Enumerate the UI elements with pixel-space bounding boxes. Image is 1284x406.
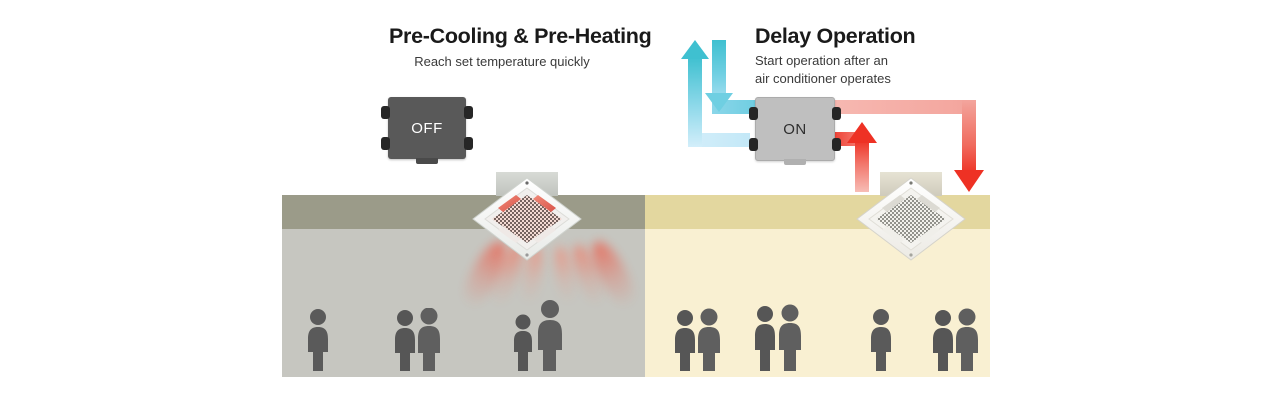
unit-foot [784,159,806,165]
ceiling-cassette-icon[interactable] [468,172,586,267]
wall-background-left [282,229,645,377]
panel-subtitle-left: Reach set temperature quickly [414,54,590,69]
exhaust-air-pipe-top [827,100,969,114]
unit-state-label: ON [783,120,807,138]
duct-port-icon [381,137,390,150]
person-icon [514,300,562,371]
ventilator-unit-off[interactable]: OFF [381,97,473,164]
unit-state-label: OFF [411,119,443,137]
arrow-up-icon [847,122,877,143]
ceiling-cassette-icon[interactable] [852,172,970,267]
person-icon [755,304,801,371]
intake-air-pipe-vertical [855,140,869,192]
unit-foot [416,158,438,164]
duct-port-icon [832,107,841,120]
panel-subtitle-right-line2: air conditioner operates [755,70,891,86]
duct-port-icon [464,137,473,150]
return-air-pipe-vertical [712,40,726,96]
ceiling-band-left [282,195,645,229]
arrow-down-icon [705,93,733,112]
panel-subtitle-right: Start operation after an air conditioner… [755,52,975,87]
arrow-down-icon [954,170,984,192]
ventilator-unit-on[interactable]: ON [749,97,841,165]
duct-port-icon [749,107,758,120]
duct-port-icon [464,106,473,119]
person-icon [308,309,328,371]
exhaust-air-pipe-vertical [962,100,976,175]
person-icon [395,308,440,371]
duct-port-icon [381,106,390,119]
person-icon [675,308,720,371]
person-icon [871,309,891,371]
arrow-up-icon [681,40,709,59]
panel-title-right: Delay Operation [755,24,916,48]
duct-port-icon [832,138,841,151]
supply-air-pipe-bottom [688,133,750,147]
person-icon [933,308,978,371]
panel-title-left: Pre-Cooling & Pre-Heating [389,24,652,48]
duct-port-icon [749,138,758,151]
panel-subtitle-right-line1: Start operation after an [755,53,888,68]
supply-air-pipe-vertical [688,57,702,147]
